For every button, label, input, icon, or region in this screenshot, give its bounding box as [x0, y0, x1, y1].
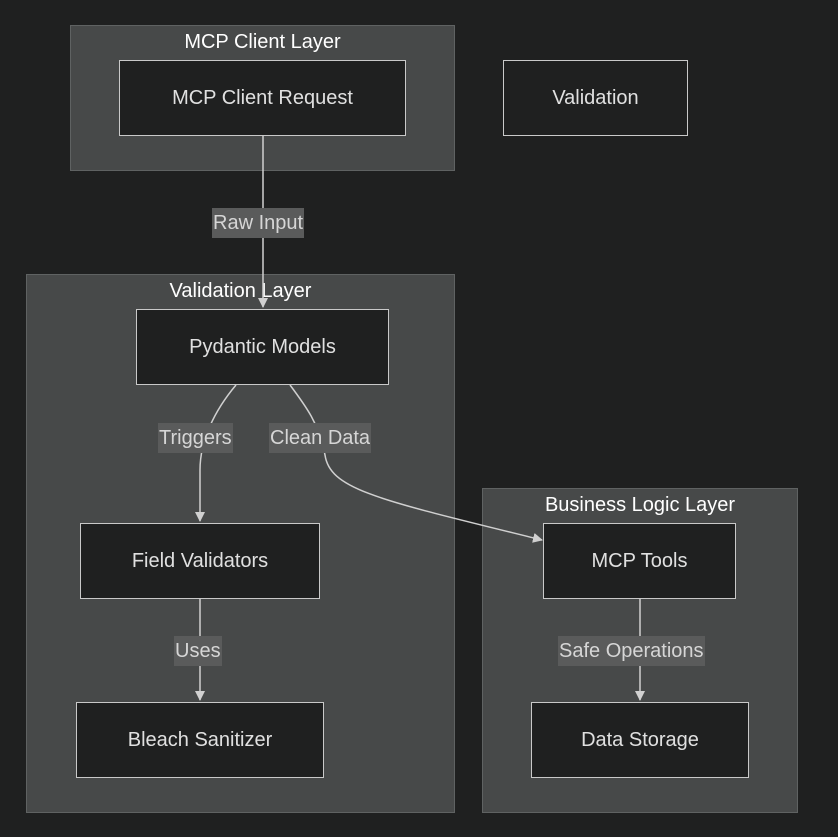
node-bleach-sanitizer[interactable]: Bleach Sanitizer: [76, 702, 324, 778]
edge-label-raw-input: Raw Input: [212, 208, 305, 238]
edge-label-triggers: Triggers: [158, 423, 233, 453]
node-validation[interactable]: Validation: [503, 60, 688, 136]
edge-label-clean-data: Clean Data: [269, 423, 372, 453]
cluster-title: Business Logic Layer: [544, 494, 736, 516]
cluster-title: Validation Layer: [169, 280, 312, 302]
node-mcp-tools[interactable]: MCP Tools: [543, 523, 736, 599]
edge-label-uses: Uses: [174, 636, 222, 666]
node-pydantic-models[interactable]: Pydantic Models: [136, 309, 389, 385]
edge-triggers: [195, 384, 237, 522]
node-mcp-client-request[interactable]: MCP Client Request: [119, 60, 406, 136]
cluster-title: MCP Client Layer: [184, 31, 341, 53]
node-field-validators[interactable]: Field Validators: [80, 523, 320, 599]
edge-label-safe-operations: Safe Operations: [558, 636, 705, 666]
edge-clean-data: [289, 384, 543, 543]
node-data-storage[interactable]: Data Storage: [531, 702, 749, 778]
